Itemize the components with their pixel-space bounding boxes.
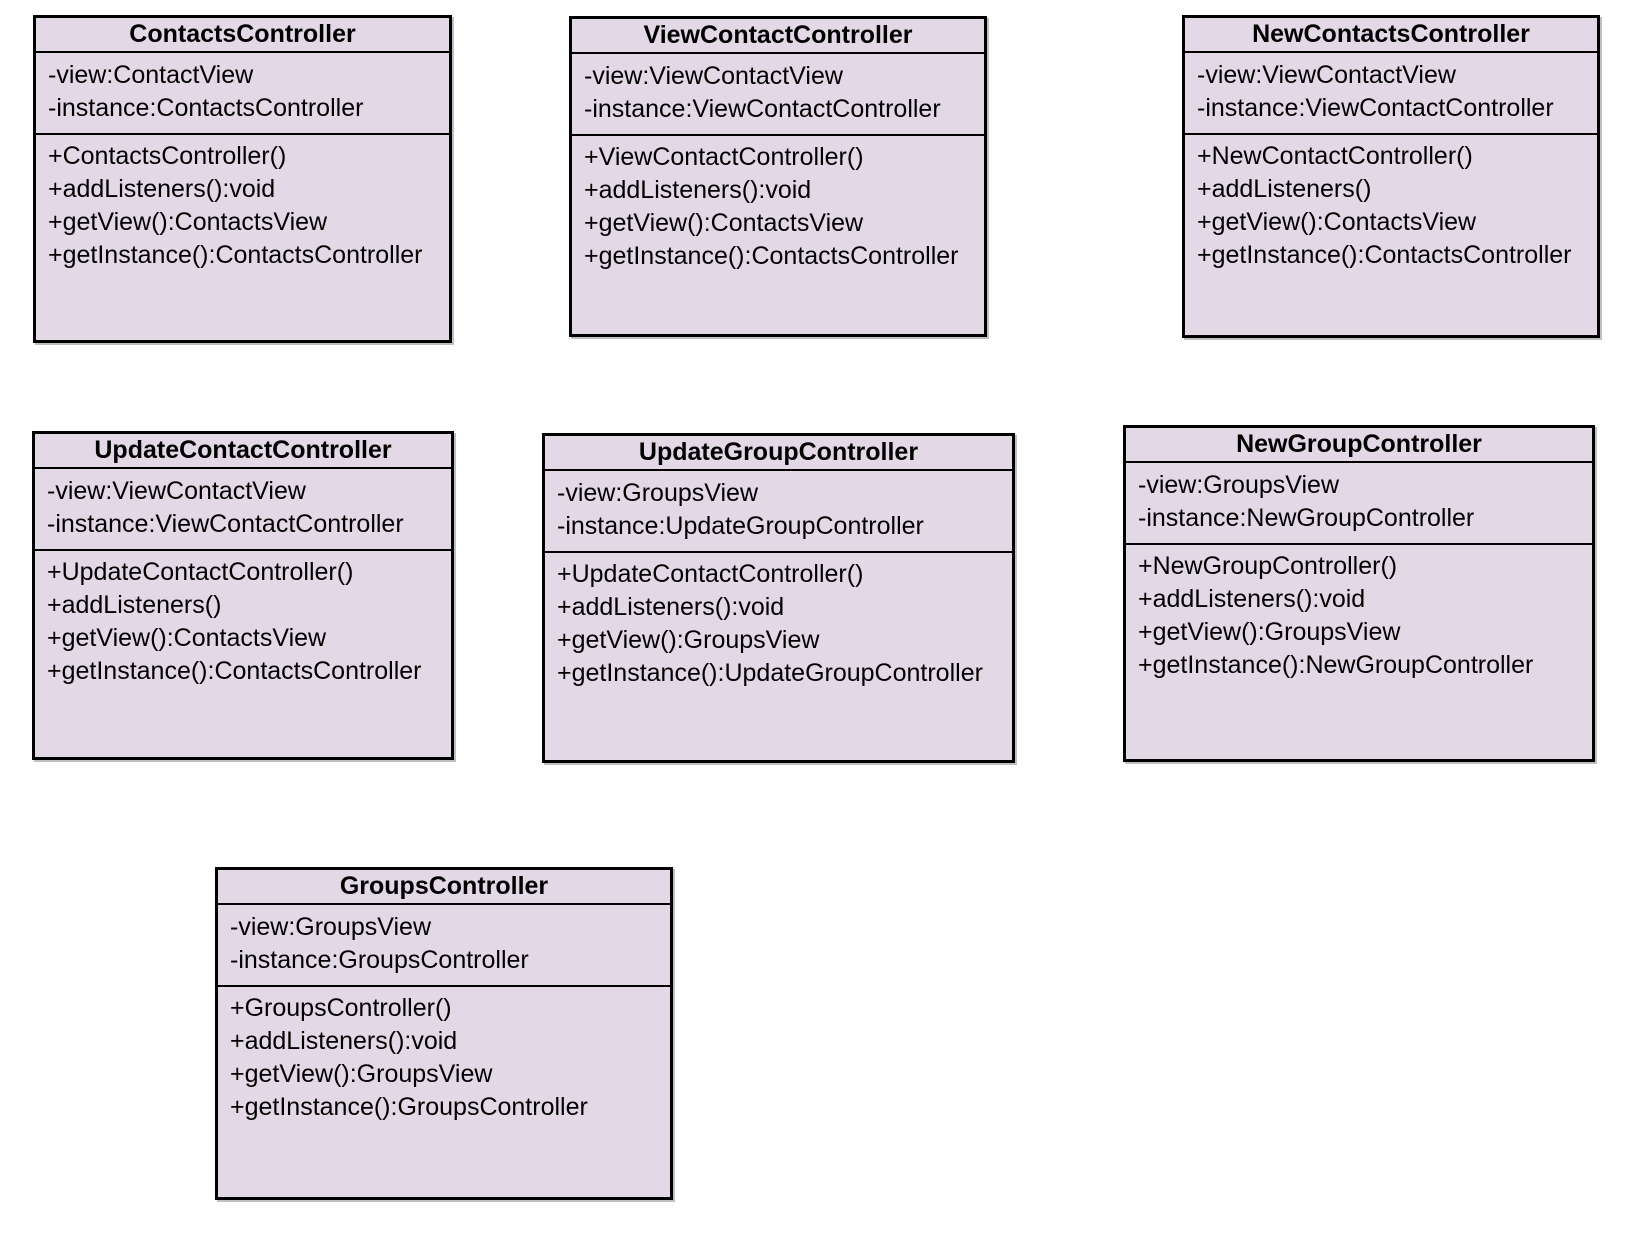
class-attribute: -instance:ViewContactController (1197, 94, 1554, 122)
class-method: +addListeners():void (1138, 585, 1366, 613)
class-methods-section: +UpdateContactController() +addListeners(… (35, 551, 451, 757)
class-attributes-section: -view:ViewContactView -instance:ViewConta… (572, 54, 984, 136)
class-method: +addListeners():void (230, 1027, 458, 1055)
class-method: +getView():ContactsView (1197, 208, 1477, 236)
uml-class-box[interactable]: UpdateContactController -view:ViewContac… (32, 431, 454, 760)
uml-class-box[interactable]: ContactsController -view:ContactView -ins… (33, 15, 452, 343)
class-method: +getView():ContactsView (584, 209, 864, 237)
class-attribute: -view:GroupsView (1138, 471, 1340, 499)
class-method: +NewContactController() (1197, 142, 1473, 170)
class-method: +UpdateContactController() (47, 558, 354, 586)
uml-class-box[interactable]: ViewContactController -view:ViewContactV… (569, 16, 987, 337)
class-attribute: -view:GroupsView (230, 913, 432, 941)
class-methods-section: +NewContactController() +addListeners() +g… (1185, 135, 1597, 335)
class-attribute: -view:ViewContactView (584, 62, 843, 90)
class-method: +getInstance():UpdateGroupController (557, 659, 983, 687)
class-method: +getInstance():GroupsController (230, 1093, 588, 1121)
class-attributes-section: -view:GroupsView -instance:NewGroupContro… (1126, 463, 1592, 545)
class-attribute: -view:GroupsView (557, 479, 759, 507)
class-method: +getView():GroupsView (1138, 618, 1401, 646)
class-attributes-section: -view:GroupsView -instance:GroupsControll… (218, 905, 670, 987)
class-method: +getView():ContactsView (47, 624, 327, 652)
class-method: +ViewContactController() (584, 143, 864, 171)
class-methods-section: +NewGroupController() +addListeners():voi… (1126, 545, 1592, 759)
class-method: +GroupsController() (230, 994, 452, 1022)
class-name: UpdateGroupController (545, 436, 1012, 471)
class-method: +addListeners() (47, 591, 222, 619)
class-method: +getView():GroupsView (230, 1060, 493, 1088)
class-name: GroupsController (218, 870, 670, 905)
uml-class-box[interactable]: GroupsController -view:GroupsView -instan… (215, 867, 673, 1200)
class-method: +addListeners():void (48, 175, 276, 203)
class-attribute: -view:ViewContactView (47, 477, 306, 505)
class-method: +getInstance():ContactsController (47, 657, 422, 685)
class-method: +getInstance():ContactsController (48, 241, 423, 269)
uml-class-box[interactable]: UpdateGroupController -view:GroupsView -i… (542, 433, 1015, 763)
class-attribute: -instance:UpdateGroupController (557, 512, 924, 540)
class-method: +addListeners():void (584, 176, 812, 204)
uml-class-box[interactable]: NewGroupController -view:GroupsView -inst… (1123, 425, 1595, 762)
class-method: +UpdateContactController() (557, 560, 864, 588)
class-methods-section: +UpdateContactController() +addListeners(… (545, 553, 1012, 760)
class-attributes-section: -view:ViewContactView -instance:ViewConta… (1185, 53, 1597, 135)
class-attribute: -view:ContactView (48, 61, 254, 89)
class-method: +NewGroupController() (1138, 552, 1398, 580)
class-attribute: -instance:NewGroupController (1138, 504, 1475, 532)
class-methods-section: +ContactsController() +addListeners():voi… (36, 135, 449, 340)
class-method: +getInstance():ContactsController (584, 242, 959, 270)
class-method: +ContactsController() (48, 142, 287, 170)
class-attributes-section: -view:ViewContactView -instance:ViewConta… (35, 469, 451, 551)
class-method: +getInstance():NewGroupController (1138, 651, 1534, 679)
class-name: NewGroupController (1126, 428, 1592, 463)
class-attribute: -instance:GroupsController (230, 946, 529, 974)
class-method: +addListeners():void (557, 593, 785, 621)
class-attributes-section: -view:GroupsView -instance:UpdateGroupCon… (545, 471, 1012, 553)
class-name: NewContactsController (1185, 18, 1597, 53)
class-methods-section: +ViewContactController() +addListeners():… (572, 136, 984, 334)
uml-class-box[interactable]: NewContactsController -view:ViewContactV… (1182, 15, 1600, 338)
class-name: ContactsController (36, 18, 449, 53)
class-attributes-section: -view:ContactView -instance:ContactsContr… (36, 53, 449, 135)
class-attribute: -view:ViewContactView (1197, 61, 1456, 89)
class-method: +getView():GroupsView (557, 626, 820, 654)
class-methods-section: +GroupsController() +addListeners():void +… (218, 987, 670, 1197)
class-attribute: -instance:ContactsController (48, 94, 364, 122)
class-method: +getView():ContactsView (48, 208, 328, 236)
class-attribute: -instance:ViewContactController (584, 95, 941, 123)
class-method: +getInstance():ContactsController (1197, 241, 1572, 269)
class-name: ViewContactController (572, 19, 984, 54)
class-attribute: -instance:ViewContactController (47, 510, 404, 538)
class-method: +addListeners() (1197, 175, 1372, 203)
class-name: UpdateContactController (35, 434, 451, 469)
